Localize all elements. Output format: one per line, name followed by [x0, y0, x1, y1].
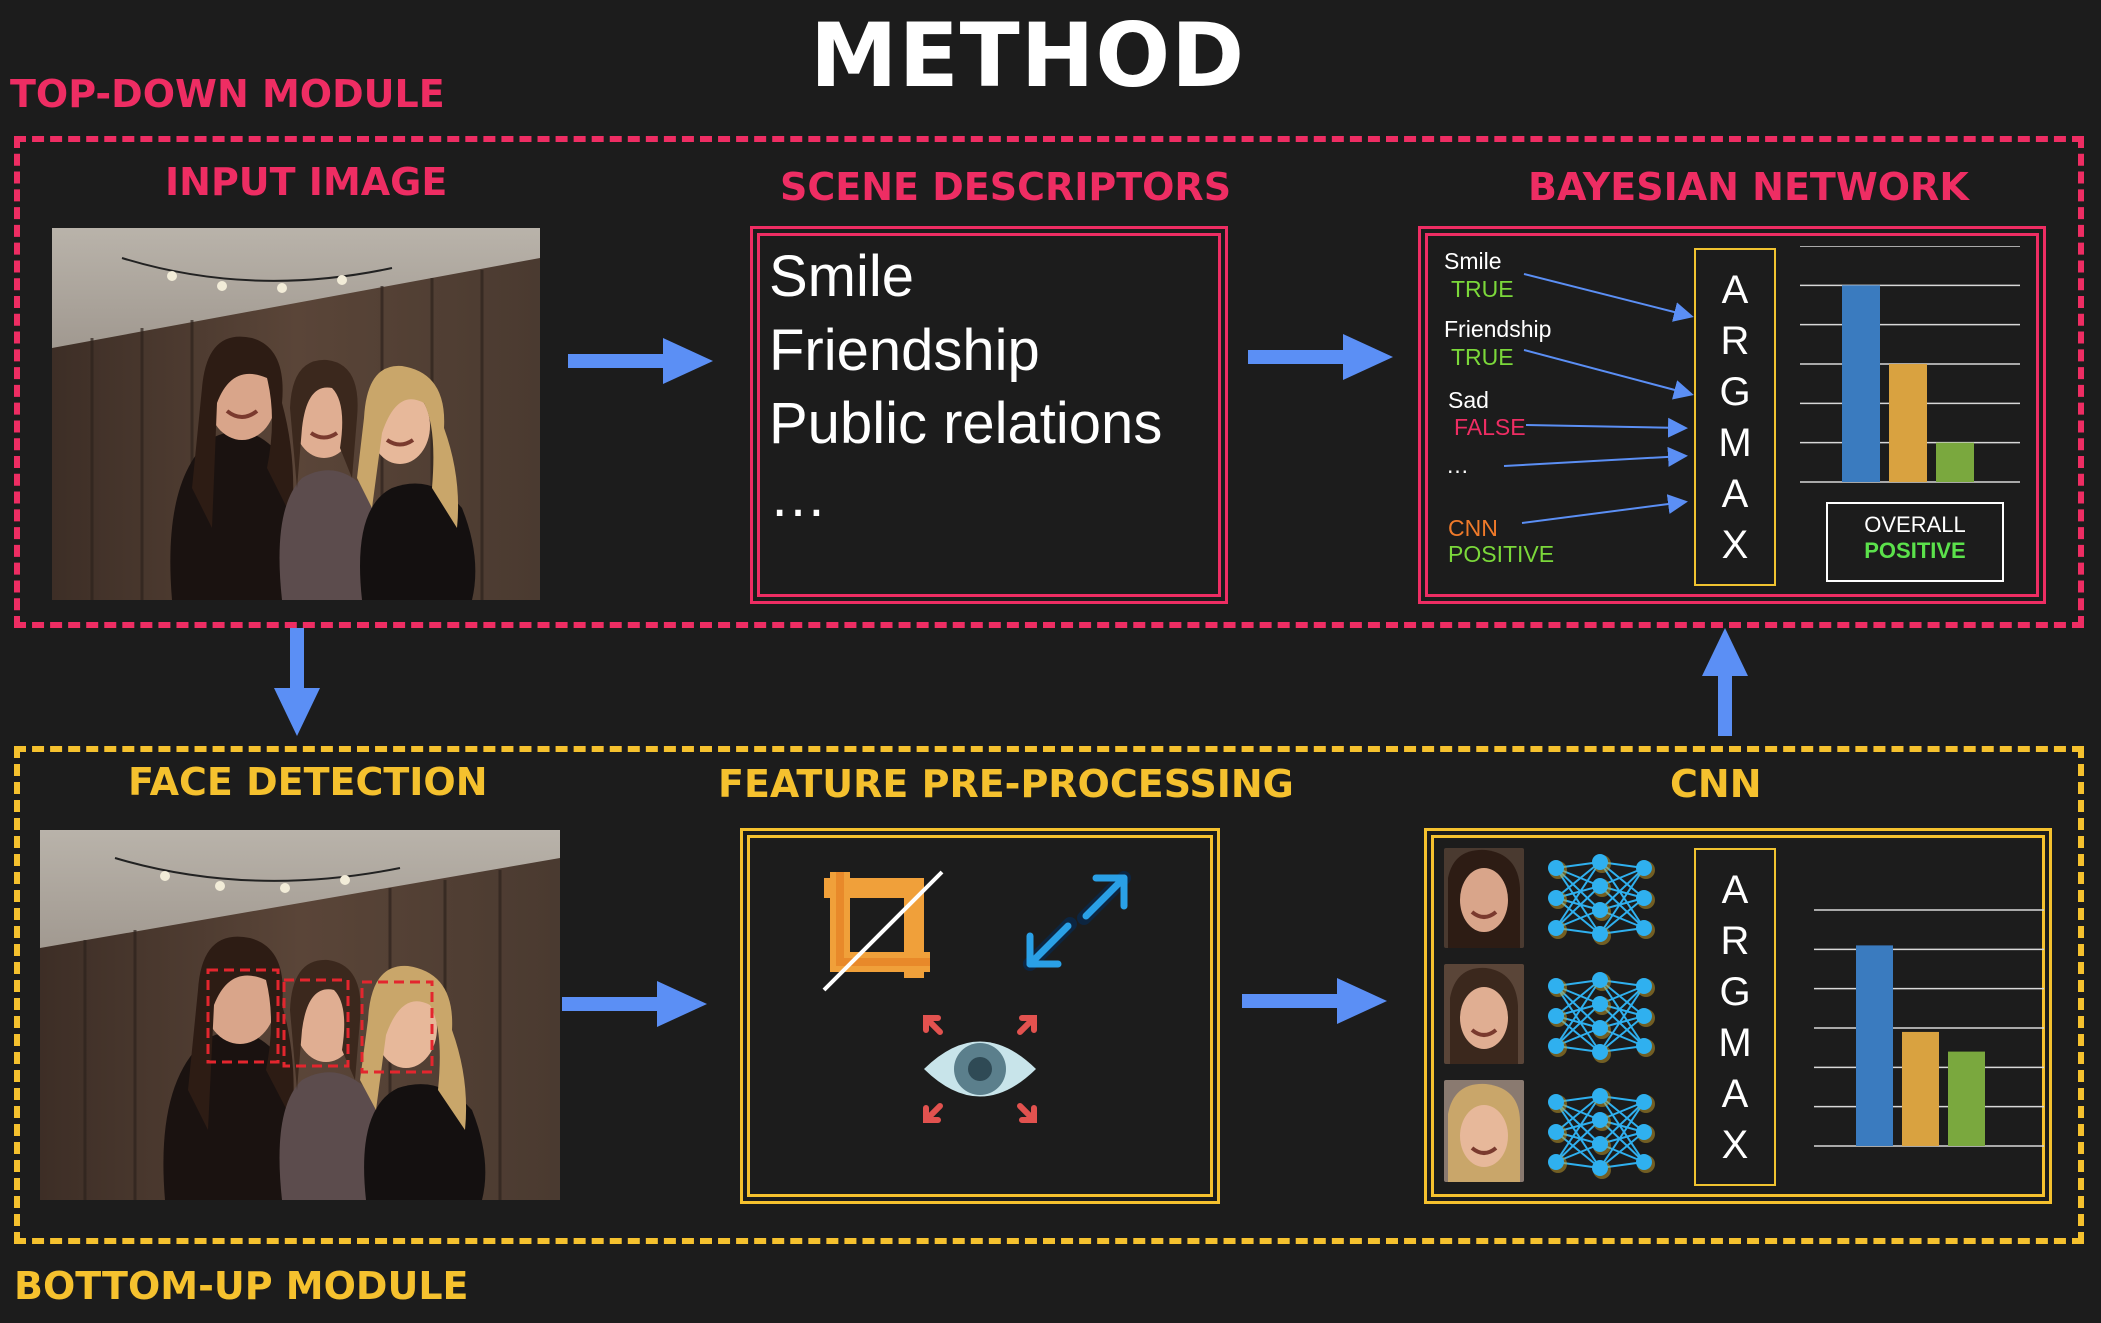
resize-arrows-icon [1018, 868, 1136, 982]
input-image [52, 228, 540, 600]
bn-input-name: Smile [1444, 248, 1502, 274]
feature-preprocessing-title: FEATURE PRE-PROCESSING [718, 762, 1294, 806]
descriptor-item: Public relations [769, 391, 1163, 456]
bn-connection-arrows [1503, 273, 1694, 524]
chart-bar [1842, 285, 1880, 482]
argmax-letter: A [1721, 867, 1749, 912]
face-crop-image [1444, 964, 1524, 1064]
argmax-letter: A [1721, 471, 1749, 516]
argmax-letter: G [1719, 969, 1751, 1014]
argmax-letter: A [1721, 267, 1749, 312]
bn-input-name: CNN [1448, 515, 1498, 541]
face-crop-image [1444, 1080, 1524, 1182]
bn-input-name: Friendship [1444, 316, 1552, 342]
bn-input-name: Sad [1448, 387, 1489, 413]
bn-input-name: … [1446, 452, 1469, 478]
bn-input-value: TRUE [1451, 276, 1514, 302]
scene-descriptors-title: SCENE DESCRIPTORS [780, 165, 1232, 209]
argmax-letter: X [1721, 522, 1749, 567]
argmax-letter: G [1719, 369, 1751, 414]
argmax-letter: R [1720, 918, 1750, 963]
face-detection-title: FACE DETECTION [128, 760, 488, 804]
argmax-box: A R G M A X [1694, 248, 1776, 586]
neural-network-icon [1548, 1088, 1655, 1179]
argmax-letter: M [1718, 1020, 1752, 1065]
crop-icon [818, 866, 948, 1000]
scene-descriptors-panel [750, 226, 1228, 604]
argmax-letter: X [1721, 1122, 1749, 1167]
arrow-right-icon [568, 336, 713, 390]
bayesian-network-panel [1418, 226, 2046, 604]
cnn-panel [1424, 828, 2052, 1204]
argmax-box: A R G M A X [1694, 848, 1776, 1186]
overall-result-box: OVERALL POSITIVE [1826, 502, 2004, 582]
feature-preprocessing-panel [740, 828, 1220, 1204]
bayesian-bar-chart [1800, 246, 2020, 483]
argmax-letter: R [1720, 318, 1750, 363]
arrow-up-icon [1700, 628, 1750, 740]
arrow-right-icon [1248, 332, 1393, 386]
descriptor-item: Smile [769, 244, 915, 309]
arrow-right-icon [562, 979, 707, 1033]
bayesian-network-title: BAYESIAN NETWORK [1528, 165, 1969, 209]
top-down-module-frame [14, 136, 2084, 628]
neural-network-icon [1548, 972, 1655, 1063]
neural-network-icon [1548, 854, 1655, 945]
chart-bar [1889, 364, 1927, 482]
chart-bar [1948, 1051, 1985, 1146]
top-down-module-label: TOP-DOWN MODULE [10, 72, 445, 116]
cnn-bar-chart [1814, 909, 2044, 1147]
arrow-down-icon [272, 628, 322, 740]
face-crop-image [1444, 848, 1524, 948]
bottom-up-module-frame [14, 746, 2084, 1244]
eye-focus-icon [918, 1010, 1042, 1132]
bn-input-value: FALSE [1454, 414, 1526, 440]
cnn-title: CNN [1670, 762, 1762, 806]
descriptor-item: … [769, 464, 827, 529]
input-image-title: INPUT IMAGE [165, 160, 448, 204]
page-title: METHOD [810, 4, 1246, 107]
chart-bar [1856, 945, 1893, 1146]
bottom-up-module-label: BOTTOM-UP MODULE [14, 1264, 469, 1308]
argmax-letter: A [1721, 1071, 1749, 1116]
descriptor-item: Friendship [769, 318, 1040, 383]
argmax-letter: M [1718, 420, 1752, 465]
overall-value: POSITIVE [1864, 538, 1966, 563]
face-detection-image [40, 830, 560, 1200]
overall-label: OVERALL [1864, 512, 1966, 537]
bn-input-value: TRUE [1451, 344, 1514, 370]
chart-bar [1902, 1031, 1939, 1146]
arrow-right-icon [1242, 976, 1387, 1030]
bn-input-value: POSITIVE [1448, 541, 1555, 567]
chart-bar [1936, 442, 1974, 482]
